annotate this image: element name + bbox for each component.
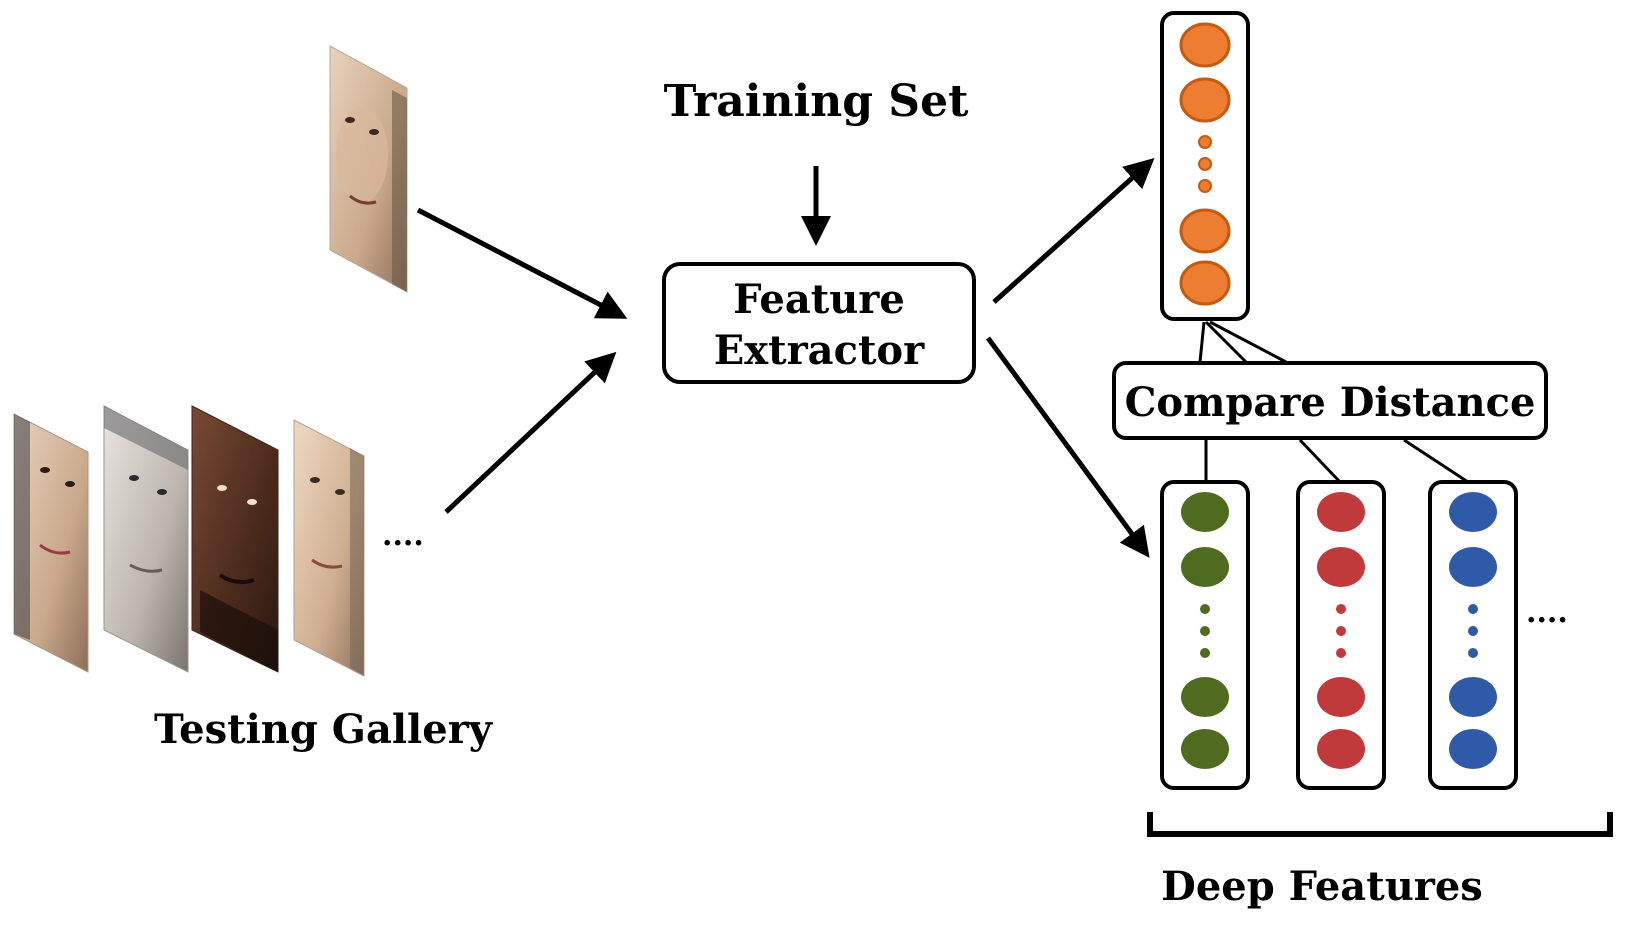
feature-extractor-box xyxy=(662,262,976,384)
testing-gallery-label: Testing Gallery xyxy=(154,706,494,753)
gallery-face-image-4 xyxy=(293,419,365,677)
gallery-feature-dot xyxy=(1468,626,1478,636)
gallery-feature-node xyxy=(1449,729,1497,769)
arrow-gallery-to-extractor xyxy=(444,351,617,514)
gallery-feature-node xyxy=(1181,547,1229,587)
gallery-feature-node xyxy=(1317,547,1365,587)
feature-extractor-label-line1: Feature xyxy=(733,276,905,323)
compare-distance-box xyxy=(1112,361,1548,440)
probe-feature-dot xyxy=(1198,179,1212,193)
gallery-feature-node xyxy=(1317,729,1365,769)
compare-distance-label: Compare Distance xyxy=(1125,379,1536,426)
gallery-feature-node xyxy=(1449,492,1497,532)
features-ellipsis: .... xyxy=(1526,595,1568,630)
gallery-feature-dot xyxy=(1336,626,1346,636)
deep-features-label: Deep Features xyxy=(1161,863,1483,910)
arrow-extractor-to-probe-feature xyxy=(992,157,1155,304)
gallery-ellipsis: .... xyxy=(382,518,424,553)
gallery-feature-dot xyxy=(1200,604,1210,614)
gallery-feature-node xyxy=(1449,677,1497,717)
arrow-extractor-to-gallery-features xyxy=(985,336,1150,558)
connector-probe-compare xyxy=(1209,320,1287,364)
probe-feature-node xyxy=(1179,208,1231,254)
feature-extractor-label-line2: Extractor xyxy=(714,327,925,374)
probe-face-image xyxy=(329,45,408,293)
probe-feature-node xyxy=(1179,260,1231,306)
connector-compare-gallery-3 xyxy=(1403,438,1469,484)
gallery-face-image-1 xyxy=(13,413,89,673)
gallery-feature-node xyxy=(1181,492,1229,532)
connector-probe-compare xyxy=(1198,321,1206,363)
probe-feature-node xyxy=(1179,22,1231,68)
probe-feature-dot xyxy=(1198,157,1212,171)
arrow-probe-to-extractor xyxy=(416,207,628,319)
gallery-feature-dot xyxy=(1200,626,1210,636)
gallery-face-image-2 xyxy=(103,405,189,673)
probe-feature-dot xyxy=(1198,135,1212,149)
connector-compare-gallery-2 xyxy=(1298,438,1342,484)
gallery-feature-dot xyxy=(1200,648,1210,658)
gallery-face-image-3 xyxy=(191,405,279,673)
gallery-feature-vector-1 xyxy=(1160,480,1250,790)
gallery-feature-vector-3 xyxy=(1428,480,1518,790)
connector-probe-compare xyxy=(1204,320,1248,364)
gallery-feature-vector-2 xyxy=(1296,480,1386,790)
gallery-feature-node xyxy=(1449,547,1497,587)
gallery-feature-dot xyxy=(1336,648,1346,658)
gallery-feature-dot xyxy=(1468,604,1478,614)
gallery-feature-dot xyxy=(1336,604,1346,614)
probe-feature-node xyxy=(1179,77,1231,123)
training-set-label: Training Set xyxy=(664,76,969,127)
deep-features-bracket xyxy=(1147,812,1613,837)
gallery-feature-node xyxy=(1181,729,1229,769)
probe-feature-vector xyxy=(1160,11,1250,321)
gallery-feature-node xyxy=(1317,492,1365,532)
gallery-feature-dot xyxy=(1468,648,1478,658)
gallery-feature-node xyxy=(1317,677,1365,717)
gallery-feature-node xyxy=(1181,677,1229,717)
